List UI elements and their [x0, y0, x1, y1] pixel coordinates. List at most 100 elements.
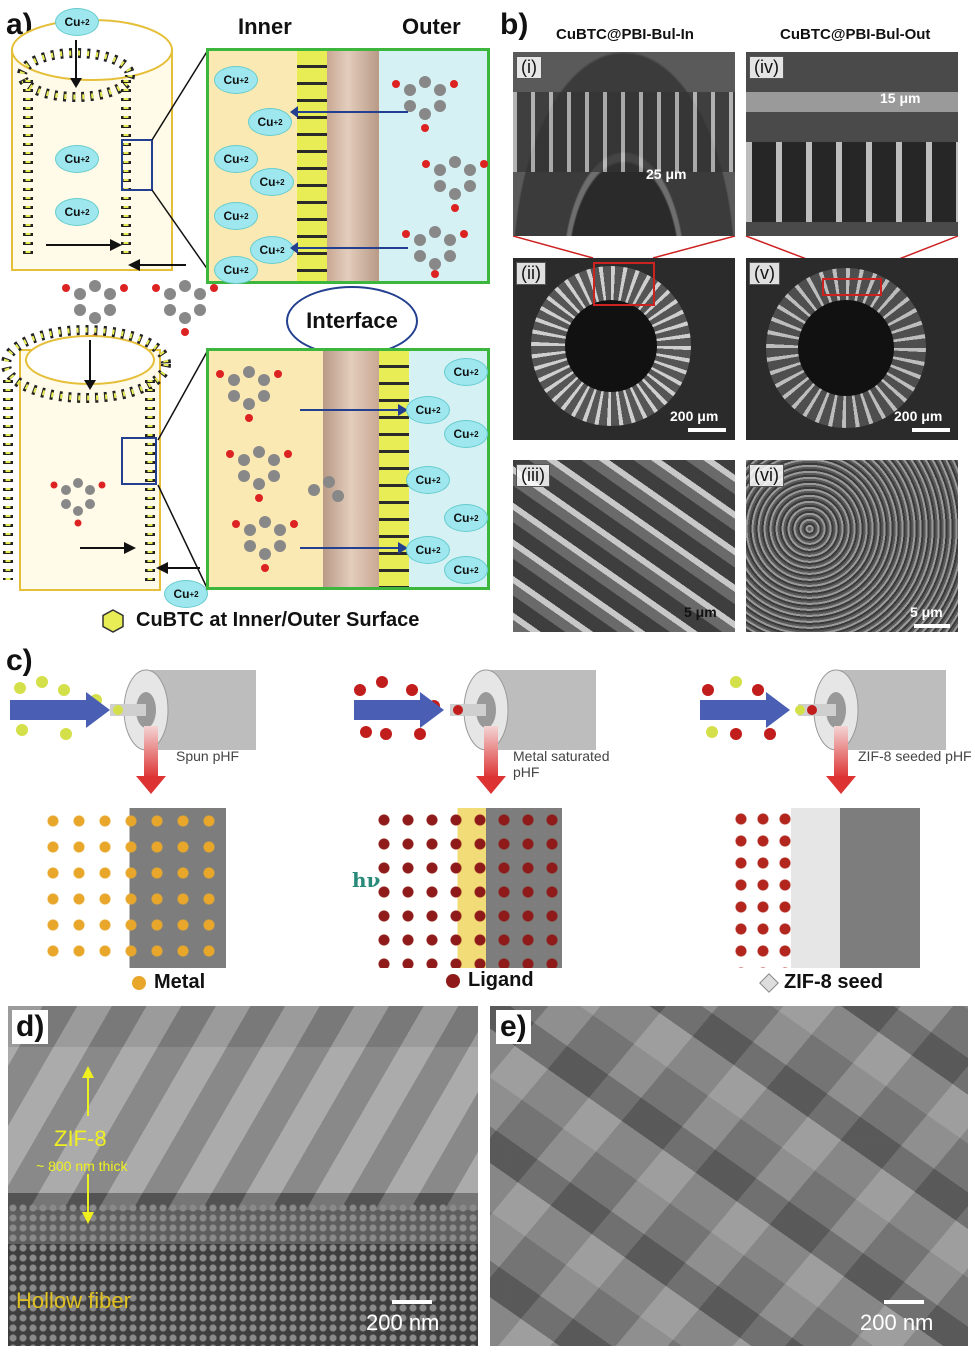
pore-pattern [746, 142, 958, 222]
cu-ion-text: Cu [223, 209, 240, 223]
seed-cube-icon [759, 973, 779, 993]
dot-field [40, 808, 226, 968]
cu-ion-charge: +2 [469, 429, 479, 439]
hv-label: hν [352, 868, 381, 892]
scale-label-e: 200 nm [860, 1310, 934, 1335]
thickness-arrows [82, 1066, 94, 1224]
cu-ion-text: Cu [64, 15, 81, 29]
interface-callout: Interface [286, 286, 418, 356]
zif8-label: ZIF-8 [54, 1126, 107, 1151]
cu-ion-charge: +2 [239, 265, 249, 275]
inner-header: Inner [238, 14, 292, 39]
cu-ion-text: Cu [415, 473, 432, 487]
cu-ion-text: Cu [64, 152, 81, 166]
cu-ion-text: Cu [453, 563, 470, 577]
cu-ion-text: Cu [223, 152, 240, 166]
cu-ion-bubble: Cu+2 [248, 108, 292, 136]
label-iv: (iv) [749, 56, 784, 79]
step1-label: Spun pHF [176, 748, 240, 764]
sem-image-vi [746, 460, 958, 632]
cu-ion-text: Cu [259, 175, 276, 189]
sem-image-i [513, 52, 735, 236]
cu-ion-charge: +2 [431, 405, 441, 415]
cu-ion-text: Cu [64, 205, 81, 219]
flux-arrows-bottom [300, 404, 408, 554]
cross-section-seed [730, 808, 920, 968]
zoom-connector-b [513, 236, 958, 260]
cu-ion-bubble: Cu+2 [444, 358, 488, 386]
outer-header: Outer [402, 14, 461, 39]
cubtc-hexagon-icon [102, 609, 124, 633]
scale-label-i: 25 μm [646, 166, 687, 182]
metal-dot-icon [132, 976, 146, 990]
legend-ligand: Ligand [468, 969, 534, 991]
scale-label-iii: 5 μm [684, 604, 717, 620]
cu-ion-charge: +2 [275, 245, 285, 255]
cu-ion-text: Cu [453, 511, 470, 525]
label-vi: (vi) [749, 464, 784, 487]
scale-bar-v [912, 428, 950, 432]
scale-bar-vi [914, 624, 950, 628]
cu-ion-text: Cu [257, 115, 274, 129]
cu-ion-charge: +2 [273, 117, 283, 127]
cu-ion-charge: +2 [239, 211, 249, 221]
spinneret-step1 [10, 669, 256, 794]
scale-label-d: 200 nm [366, 1310, 440, 1335]
cu-ion-bubble: Cu+2 [214, 202, 258, 230]
label-v: (v) [749, 262, 780, 285]
scale-bar-e [884, 1300, 924, 1304]
step2-label: Metal saturated pHF [513, 748, 610, 780]
cu-ion-charge: +2 [469, 367, 479, 377]
scale-bar-ii [688, 428, 726, 432]
sem-image-iii [513, 460, 735, 632]
scale-label-vi: 5 μm [910, 604, 943, 620]
step3-label: ZIF-8 seeded pHF [858, 748, 972, 764]
crystal-facets [8, 1006, 478, 1210]
cu-ion-charge: +2 [275, 177, 285, 187]
hollow-fiber-label: Hollow fiber [16, 1288, 131, 1313]
spinneret-step3 [700, 669, 946, 794]
cu-ion-text: Cu [223, 73, 240, 87]
panel-b-col1-title: CuBTC@PBI-Bul-In [556, 26, 694, 43]
cu-ion-bubble: Cu+2 [250, 236, 294, 264]
label-i: (i) [516, 56, 542, 79]
crystal-layer [297, 51, 327, 281]
skin-layer [746, 92, 958, 112]
cu-ion-charge: +2 [239, 75, 249, 85]
label-iii: (iii) [516, 464, 550, 487]
btc-molecules-top [392, 76, 488, 278]
cu-ion-text: Cu [173, 587, 190, 601]
cross-section-metal [40, 808, 226, 968]
cu-ion-text: Cu [415, 403, 432, 417]
btc-molecules-bottom [216, 366, 344, 572]
legend-seed: ZIF-8 seed [784, 971, 883, 993]
thickness-label: ~ 800 nm thick [36, 1158, 128, 1174]
cu-ion-text: Cu [453, 427, 470, 441]
scale-label-ii: 200 μm [670, 408, 719, 424]
cu-ion-bubble: Cu+2 [406, 536, 450, 564]
sem-image-d [8, 1006, 478, 1346]
cu-ion-text: Cu [415, 543, 432, 557]
cu-ion-charge: +2 [80, 207, 90, 217]
dot-field [730, 808, 791, 968]
cu-ion-text: Cu [259, 243, 276, 257]
legend-metal: Metal [154, 971, 206, 993]
scale-bar-d [392, 1300, 432, 1304]
cu-ion-bubble: Cu+2 [214, 66, 258, 94]
cross-section-ligand [372, 808, 562, 968]
interface-label: Interface [306, 308, 398, 333]
cu-ion-bubble: Cu+2 [444, 504, 488, 532]
panel-c-letter: c) [6, 644, 33, 677]
zoom-connector-bottom [157, 349, 209, 591]
cu-ion-charge: +2 [80, 154, 90, 164]
cu-ion-charge: +2 [239, 154, 249, 164]
zoom-box [593, 262, 655, 306]
zoom-box [822, 278, 882, 296]
cu-ion-charge: +2 [469, 565, 479, 575]
crystal-facets [490, 1006, 968, 1346]
ligand-dot-icon [446, 974, 460, 988]
cu-ion-charge: +2 [189, 589, 199, 599]
cu-ion-bubble: Cu+2 [214, 145, 258, 173]
scale-label-v: 200 μm [894, 408, 943, 424]
sem-image-e [490, 1006, 968, 1346]
